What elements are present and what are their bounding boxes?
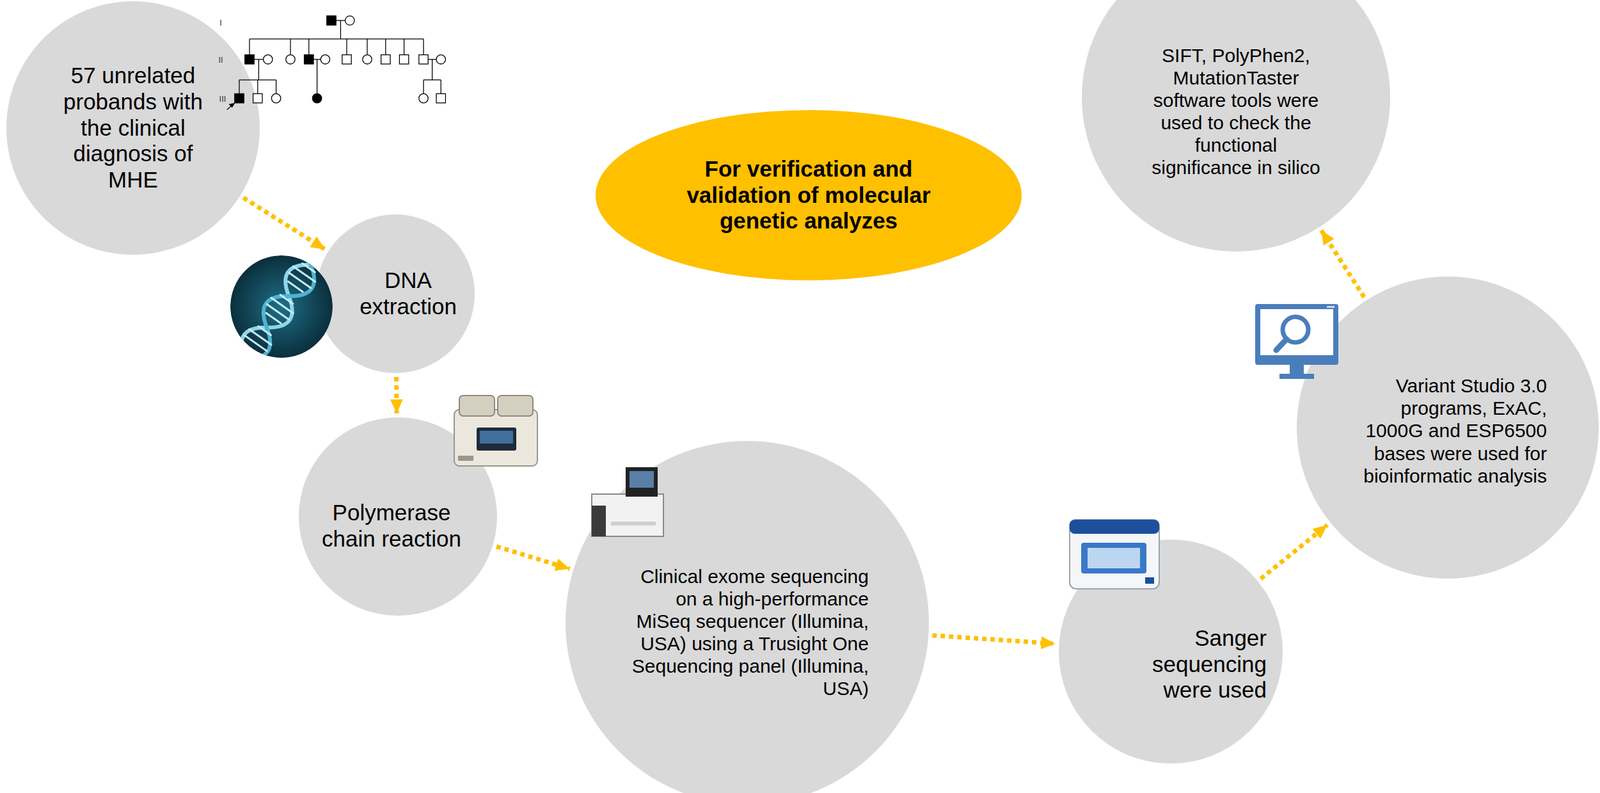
flow-arrow — [932, 635, 1055, 644]
pedigree-chart — [227, 15, 446, 110]
node-label: Polymerase chain reaction — [321, 499, 462, 553]
flow-arrow — [1321, 230, 1364, 297]
miseq-sequencer — [591, 467, 664, 537]
node-text: Clinical exome sequencing on a high-perf… — [625, 564, 869, 700]
step-circle: DNA extraction — [316, 214, 475, 373]
step-circle: 57 unrelated probands with the clinical … — [6, 1, 260, 255]
goal-ellipse: For verification and validation of molec… — [595, 110, 1022, 281]
flow-arrow — [394, 376, 400, 414]
node-text: Polymerase chain reaction — [321, 499, 462, 553]
node-label: DNA extraction — [344, 267, 473, 320]
monitor-icon — [1255, 303, 1339, 379]
node-fill — [316, 214, 475, 373]
sanger-sequencer — [1069, 519, 1160, 589]
flow-arrow — [496, 546, 571, 569]
dna-image — [230, 235, 338, 368]
node-fill — [595, 110, 1022, 281]
pcr-machine — [454, 395, 538, 466]
generation-numeral: III — [219, 94, 227, 103]
generation-numeral: I — [219, 18, 222, 27]
step-circle: SIFT, PolyPhen2, MutationTaster software… — [1081, 0, 1391, 252]
node-fill — [1081, 0, 1391, 252]
node-label: SIFT, PolyPhen2, MutationTaster software… — [1146, 44, 1326, 180]
node-label: Clinical exome sequencing on a high-perf… — [625, 564, 869, 700]
node-text: DNA extraction — [344, 267, 473, 320]
flow-arrow — [1260, 524, 1328, 579]
flow-arrow — [243, 197, 325, 250]
generation-numeral: II — [218, 55, 223, 64]
node-fill — [565, 440, 929, 793]
step-circle: Variant Studio 3.0 programs, ExAC, 1000G… — [1296, 276, 1599, 579]
node-label: Variant Studio 3.0 programs, ExAC, 1000G… — [1348, 374, 1547, 487]
node-text: 57 unrelated probands with the clinical … — [53, 62, 214, 194]
node-label: For verification and validation of molec… — [667, 156, 950, 235]
node-text: Variant Studio 3.0 programs, ExAC, 1000G… — [1348, 374, 1547, 487]
node-fill — [1296, 276, 1599, 579]
node-text: For verification and validation of molec… — [667, 156, 950, 235]
node-fill — [6, 1, 260, 255]
node-fill — [1058, 539, 1283, 764]
node-text: SIFT, PolyPhen2, MutationTaster software… — [1146, 44, 1326, 180]
node-label: Sanger sequencing were used — [1113, 625, 1267, 704]
node-label: 57 unrelated probands with the clinical … — [53, 62, 214, 194]
node-text: Sanger sequencing were used — [1113, 625, 1267, 704]
